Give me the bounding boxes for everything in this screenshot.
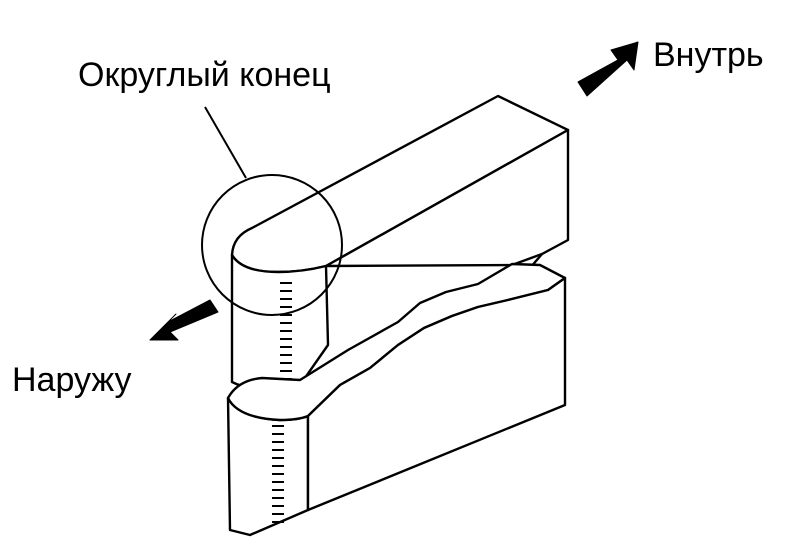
rounded-end-callout (201, 106, 343, 316)
upper-block-right-face (324, 128, 570, 268)
lower-block-right-face (306, 276, 567, 512)
lower-block (226, 262, 567, 537)
arrow-up-right-icon (577, 41, 639, 97)
inward-label: Внутрь (653, 36, 764, 74)
arrow-down-left-icon (149, 299, 219, 341)
leader-line (204, 106, 247, 179)
outward-label: Наружу (12, 361, 132, 399)
rounded-end-label: Округлый конец (78, 56, 331, 94)
callout-circle (201, 174, 343, 316)
